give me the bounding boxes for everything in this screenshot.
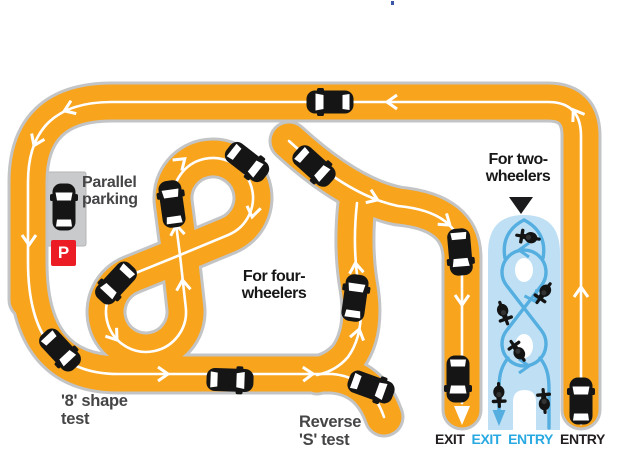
down-triangle-icon: [509, 197, 533, 214]
label-line: test: [61, 409, 90, 428]
car-icon: [567, 377, 595, 425]
gate-label: EXIT: [471, 431, 502, 447]
gate-label: ENTRY: [560, 431, 605, 447]
car-icon: [306, 88, 354, 116]
car-icon: [444, 355, 472, 403]
two-wheeler-strip: [488, 215, 560, 430]
parking-sign: P: [51, 240, 76, 266]
two-wheeler-course: [492, 218, 551, 430]
for-four-wheelers-label: For four- wheelers: [232, 268, 316, 302]
label-line: For two-: [488, 151, 548, 168]
label-line: wheelers: [241, 285, 307, 303]
gate-label: ENTRY: [508, 431, 553, 447]
exit-arrow-icon: [454, 406, 470, 425]
eight-shape-test-label: '8' shape test: [61, 392, 128, 428]
label-line: '8' shape: [61, 392, 128, 410]
label-line: For four-: [242, 268, 306, 285]
label-line: 'S' test: [299, 430, 350, 449]
label-line: parking: [82, 191, 138, 209]
gates-row: EXIT EXIT ENTRY ENTRY: [435, 431, 605, 447]
parallel-parking-label: Parallel parking: [82, 174, 138, 208]
label-line: Parallel: [82, 174, 137, 191]
gate-label: EXIT: [435, 431, 465, 447]
for-two-wheelers-label: For two- wheelers: [470, 151, 566, 185]
label-line: wheelers: [485, 168, 551, 186]
car-icon: [206, 365, 254, 395]
reverse-s-test-label: Reverse 'S' test: [299, 413, 362, 449]
artifact-dot: [391, 1, 394, 5]
label-line: Reverse: [299, 413, 362, 431]
car-icon: [50, 183, 78, 231]
two-wheeler-exit-arrow-icon: [492, 410, 506, 426]
